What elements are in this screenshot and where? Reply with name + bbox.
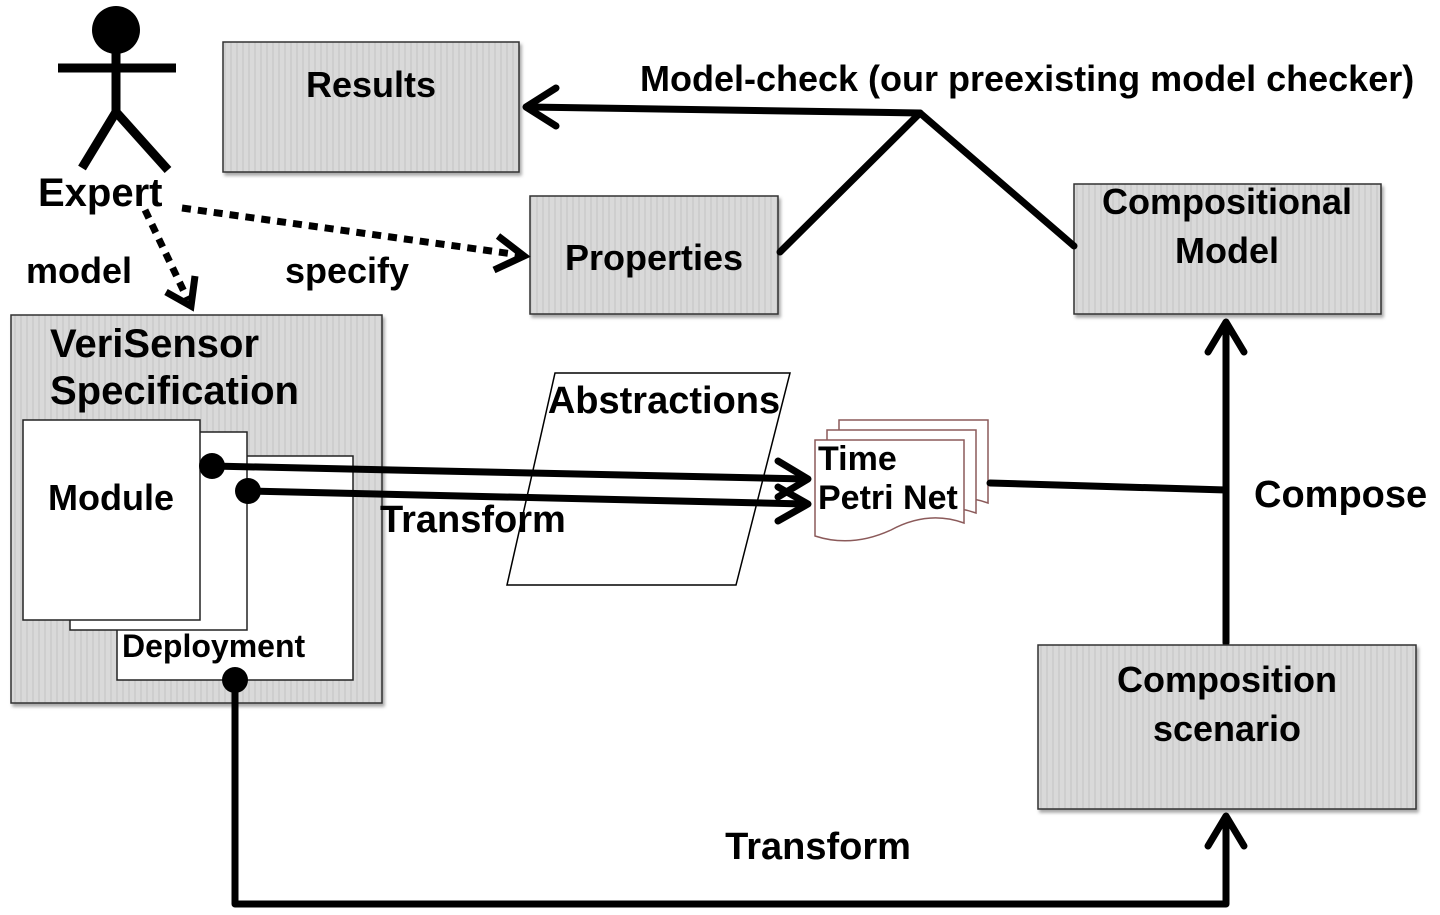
model-arrowhead: [164, 275, 199, 312]
module-transform-start-dot: [199, 453, 225, 479]
properties-label: Properties: [565, 237, 743, 278]
deployment-module-transform-arrowhead: [774, 483, 812, 525]
specify-dotted-arrow: [181, 204, 531, 274]
verisensor-label-line2: Specification: [50, 369, 299, 413]
module-transform-line: [208, 462, 810, 483]
deployment-transform-start-dot: [222, 667, 248, 693]
transform-top-label: Transform: [380, 499, 566, 541]
results-box: [222, 41, 520, 173]
properties-to-junction-line: [776, 109, 924, 256]
tpn-doc-front: [814, 439, 965, 542]
results-arrowhead: [522, 84, 560, 130]
model-label: model: [26, 250, 132, 291]
compositional-model-box: [1073, 183, 1382, 315]
specify-arrowhead: [492, 233, 531, 274]
compositional-model-arrowhead: [1204, 318, 1248, 356]
results-label: Results: [306, 64, 436, 105]
specify-dotted-line: [181, 204, 521, 259]
composition-scenario-arrowhead: [1204, 812, 1248, 850]
model-check-to-results-line: [524, 103, 924, 117]
deployment-transform-path: [231, 676, 1248, 908]
actor-right-leg: [112, 108, 172, 174]
tpn-to-compose-line: [986, 479, 1230, 494]
junction-to-compositional-line: [916, 109, 1078, 250]
verisensor-label-line1: VeriSensor: [50, 322, 259, 366]
model-dotted-line: [141, 208, 192, 302]
composition-scenario-label-line1: Composition: [1117, 659, 1337, 700]
properties-box: [529, 195, 779, 315]
deployment-to-scenario-line: [231, 676, 1230, 908]
model-check-label: Model-check (our preexisting model check…: [640, 58, 1414, 99]
composition-scenario-box: [1037, 644, 1417, 810]
expert-actor-icon: [58, 6, 176, 174]
tpn-label-line1: Time: [818, 440, 897, 478]
module-sheet-front: [22, 419, 201, 621]
time-petri-net-document-icon: [814, 419, 989, 542]
actor-head: [92, 6, 140, 54]
composition-scenario-label-line2: scenario: [1153, 708, 1301, 749]
second-transform-start-dot: [235, 478, 261, 504]
compose-connector: [986, 318, 1248, 647]
tpn-label-line2: Petri Net: [818, 479, 958, 517]
module-label: Module: [48, 477, 174, 518]
compositional-model-label-line2: Model: [1175, 230, 1279, 271]
actor-left-leg: [78, 109, 120, 171]
transform-to-tpn-arrows: [208, 457, 812, 525]
compose-label: Compose: [1254, 474, 1427, 516]
transform-bottom-label: Transform: [725, 826, 911, 868]
compositional-model-label-line1: Compositional: [1102, 181, 1352, 222]
specify-label: specify: [285, 250, 409, 291]
expert-label: Expert: [38, 171, 163, 215]
model-dotted-arrow: [141, 208, 199, 312]
deployment-module-transform-line: [244, 487, 810, 508]
abstractions-label: Abstractions: [548, 380, 780, 422]
deployment-label: Deployment: [122, 628, 305, 664]
model-check-connector: [522, 84, 1078, 256]
